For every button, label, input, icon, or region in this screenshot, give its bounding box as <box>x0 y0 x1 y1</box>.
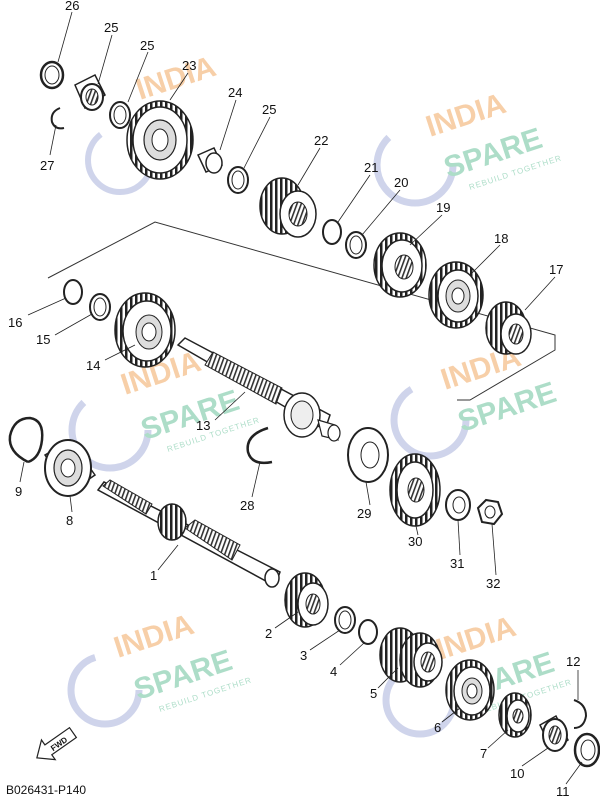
part-5-gear <box>379 627 443 688</box>
diagram-code: B026431-P140 <box>6 783 86 797</box>
callout-26: 25 <box>104 20 118 35</box>
part-16-circlip <box>63 279 83 305</box>
callout-29: 27 <box>40 158 54 173</box>
part-4-circlip <box>358 619 378 645</box>
part-1-main-shaft <box>96 479 281 588</box>
watermark-line1: INDIA <box>110 608 198 665</box>
callout-25: 25 <box>140 38 154 53</box>
callout-32: 31 <box>450 556 464 571</box>
callout-1: 1 <box>150 568 157 583</box>
part-22-gear <box>259 177 317 238</box>
part-15-washer <box>89 293 111 321</box>
callout-24: 24 <box>228 85 242 100</box>
part-14-gear <box>114 292 176 368</box>
callout-28: 28 <box>240 498 254 513</box>
part-32-washer <box>445 489 471 521</box>
callout-20: 20 <box>394 175 408 190</box>
callout-21: 21 <box>364 160 378 175</box>
part-25-washer-second <box>227 166 249 194</box>
part-6-gear <box>445 659 495 721</box>
callout-12: 12 <box>566 654 580 669</box>
callout-10: 10 <box>510 766 524 781</box>
callout-19: 19 <box>436 200 450 215</box>
part-28-circlip <box>246 426 273 465</box>
callout-11: 11 <box>556 784 570 798</box>
watermark-bottom-left: INDIA SPARE REBUILD TOGETHER <box>67 608 253 728</box>
part-19-gear <box>373 232 427 298</box>
callout-13: 13 <box>196 418 210 433</box>
watermark-logo-icon <box>67 652 143 728</box>
part-13-shaft <box>176 337 341 442</box>
watermark-logo-icon <box>373 123 457 207</box>
callout-27: 26 <box>65 0 79 13</box>
callout-4: 4 <box>330 664 337 679</box>
part-33-nut <box>476 498 504 526</box>
callout-18: 18 <box>494 231 508 246</box>
callout-31: 30 <box>408 534 422 549</box>
part-26-bearing <box>74 73 106 111</box>
part-9-circlip <box>8 416 44 464</box>
part-25-washer <box>109 101 131 129</box>
callout-9: 9 <box>15 484 22 499</box>
part-29-circlip <box>50 107 65 130</box>
part-23-gear <box>126 100 194 180</box>
callout-17: 17 <box>549 262 563 277</box>
assembly-outline <box>47 221 556 401</box>
callout-30: 29 <box>357 506 371 521</box>
part-12-circlip <box>573 699 588 729</box>
part-7-gear <box>498 692 532 738</box>
watermark-logo-icon <box>68 388 152 472</box>
watermark-line1: INDIA <box>432 610 520 667</box>
callout-7: 7 <box>480 746 487 761</box>
part-21-circlip <box>322 219 342 245</box>
watermark-logo-icon <box>390 380 470 460</box>
callout-25-second: 25 <box>262 102 276 117</box>
part-27-circlip <box>39 60 65 90</box>
callout-8: 8 <box>66 513 73 528</box>
part-31-sprocket <box>389 453 441 527</box>
part-24-bushing <box>196 147 224 174</box>
part-11-seal <box>573 732 600 768</box>
callout-labels: 26 25 25 23 24 25 27 22 21 20 19 18 17 1… <box>8 0 580 798</box>
part-20-washer <box>345 231 367 259</box>
callout-5: 5 <box>370 686 377 701</box>
callout-3: 3 <box>300 648 307 663</box>
callout-2: 2 <box>265 626 272 641</box>
callout-14: 14 <box>86 358 100 373</box>
callout-16: 16 <box>8 315 22 330</box>
part-18-gear <box>428 261 484 329</box>
part-17-gear <box>485 301 532 355</box>
callout-23: 23 <box>182 58 196 73</box>
leader-lines <box>19 11 583 785</box>
part-2-gear <box>284 572 329 628</box>
callout-6: 6 <box>434 720 441 735</box>
fwd-arrow-icon: FWD <box>36 726 78 761</box>
callout-33: 32 <box>486 576 500 591</box>
part-10-bearing <box>539 714 569 752</box>
part-30-washer <box>347 427 389 483</box>
callout-22: 22 <box>314 133 328 148</box>
watermark-middle-right: INDIA SPARE <box>390 340 560 460</box>
callout-15: 15 <box>36 332 50 347</box>
part-3-washer <box>334 606 356 634</box>
part-8-bearing <box>43 439 97 497</box>
